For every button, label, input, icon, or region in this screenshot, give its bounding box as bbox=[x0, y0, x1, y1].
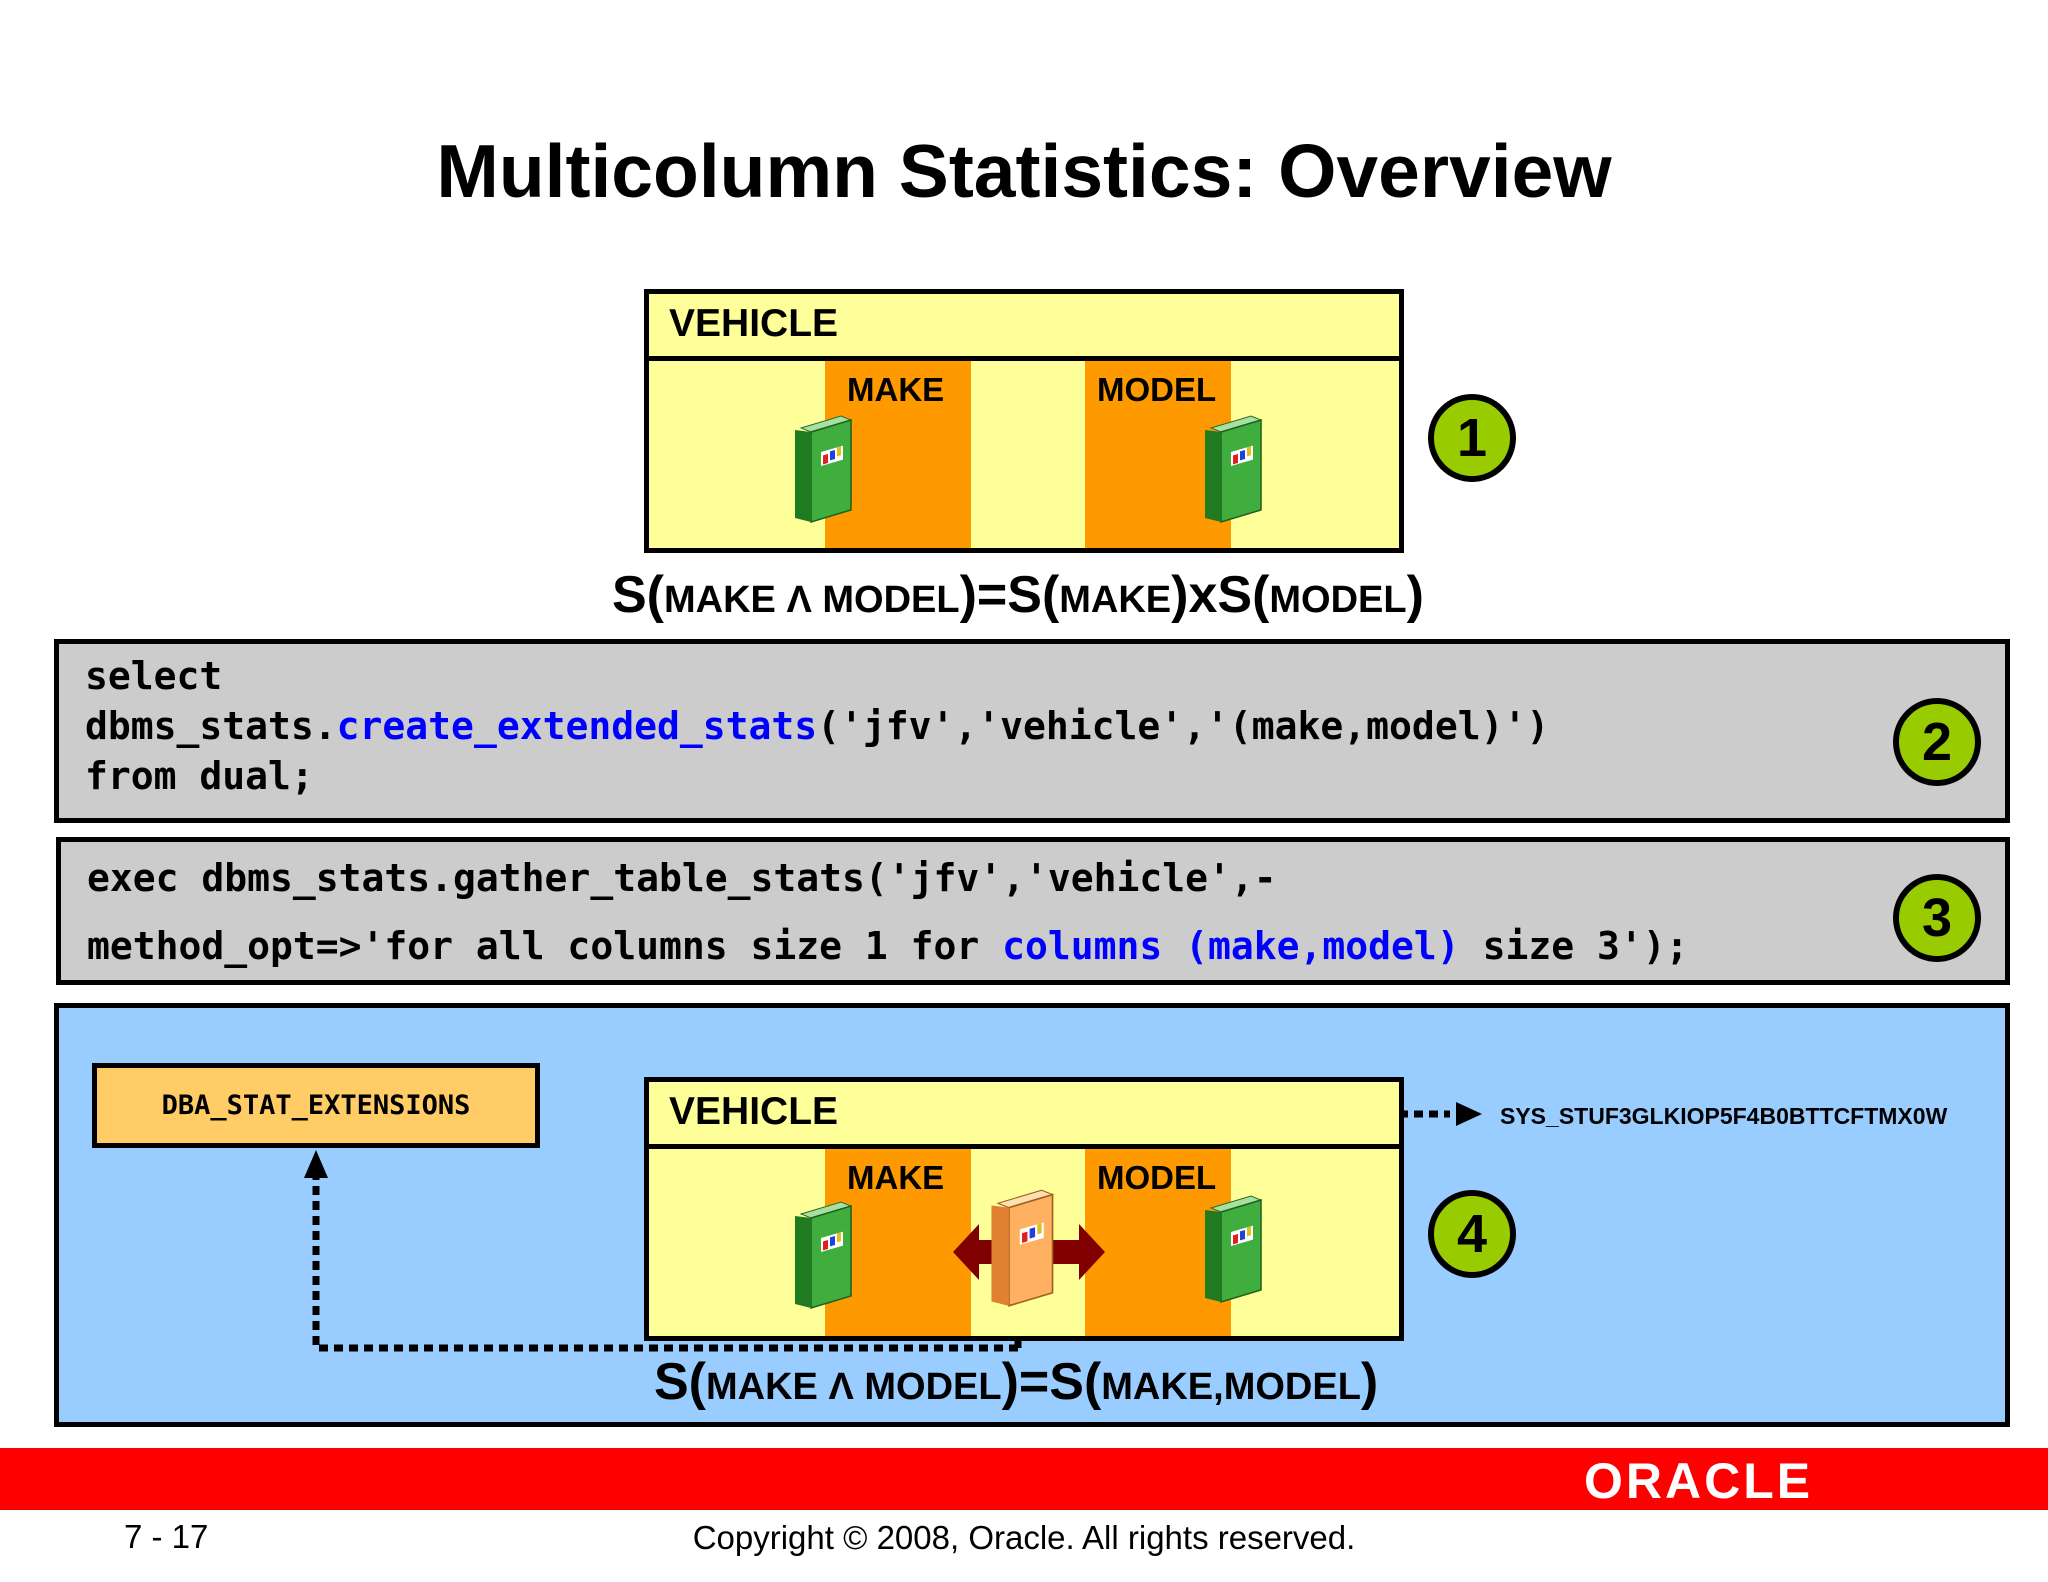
create-extended-stats-code-box: select dbms_stats.create_extended_stats(… bbox=[54, 639, 2010, 823]
brand-bar: ORACLE bbox=[0, 1448, 2048, 1510]
formula-part: )xS( bbox=[1171, 566, 1270, 624]
formula-make: MAKE bbox=[706, 1366, 818, 1408]
formula-part: ) bbox=[1360, 1353, 1379, 1411]
code-line: dbms_stats.create_extended_stats('jfv','… bbox=[85, 704, 1549, 748]
multicolumn-statistics-book-icon bbox=[989, 1188, 1055, 1308]
table-header: VEHICLE bbox=[649, 1082, 1399, 1149]
code-line: method_opt=>'for all columns size 1 for … bbox=[87, 924, 1688, 968]
formula-part: S( bbox=[654, 1353, 706, 1411]
formula-and: Λ bbox=[775, 579, 823, 621]
model-column-label: MODEL bbox=[1097, 1159, 1217, 1196]
formula-part: )=S( bbox=[1001, 1353, 1102, 1411]
step-badge-3: 3 bbox=[1893, 874, 1981, 962]
code-text: method_opt=>'for all columns size 1 for bbox=[87, 924, 1003, 968]
code-line: from dual; bbox=[85, 754, 314, 798]
formula-part: ) bbox=[1406, 566, 1424, 624]
code-line: exec dbms_stats.gather_table_stats('jfv'… bbox=[87, 856, 1277, 900]
formula-make: MAKE bbox=[664, 579, 776, 621]
formula-model: MODEL bbox=[822, 579, 960, 621]
extension-name: SYS_STUF3GLKIOP5F4B0BTTCFTMX0W bbox=[1500, 1103, 1948, 1129]
formula-part: )=S( bbox=[959, 566, 1060, 624]
code-text: ('jfv','vehicle','(make,model)') bbox=[817, 704, 1550, 748]
table-header: VEHICLE bbox=[649, 294, 1399, 361]
step-badge-1: 1 bbox=[1428, 394, 1516, 482]
step-badge-4: 4 bbox=[1428, 1190, 1516, 1278]
formula-and: Λ bbox=[817, 1366, 865, 1408]
formula-model: MODEL bbox=[864, 1366, 1002, 1408]
table-name: VEHICLE bbox=[669, 1090, 839, 1133]
extended-stats-formula: S(MAKE Λ MODEL)=S(MAKE,MODEL) bbox=[654, 1352, 1378, 1412]
independence-formula: S(MAKE Λ MODEL)=S(MAKE)xS(MODEL) bbox=[612, 565, 1424, 625]
left-arrow-icon bbox=[953, 1224, 1007, 1280]
model-column-label: MODEL bbox=[1097, 371, 1217, 408]
model-column: MODEL bbox=[1085, 1149, 1231, 1336]
formula-part: S( bbox=[612, 566, 664, 624]
code-keyword: create_extended_stats bbox=[336, 704, 818, 748]
copyright-notice: Copyright © 2008, Oracle. All rights res… bbox=[692, 1519, 1356, 1556]
make-statistics-book-icon bbox=[793, 1200, 853, 1310]
model-statistics-book-icon bbox=[1203, 1194, 1263, 1304]
code-text: size 3'); bbox=[1459, 924, 1689, 968]
step-badge-2: 2 bbox=[1893, 698, 1981, 786]
table-name: VEHICLE bbox=[669, 302, 839, 345]
code-keyword: columns (make,model) bbox=[1002, 924, 1460, 968]
page-number: 7 - 17 bbox=[124, 1518, 209, 1555]
right-arrow-icon bbox=[1051, 1224, 1105, 1280]
code-text: dbms_stats. bbox=[85, 704, 337, 748]
dba-stat-extensions-view: DBA_STAT_EXTENSIONS bbox=[92, 1063, 540, 1148]
make-column-label: MAKE bbox=[847, 371, 945, 408]
vehicle-table-diagram: VEHICLE MAKE MODEL bbox=[644, 289, 1404, 553]
oracle-logo: ORACLE bbox=[1584, 1453, 1814, 1509]
formula-make-model: MAKE,MODEL bbox=[1101, 1366, 1361, 1408]
formula-model: MODEL bbox=[1269, 579, 1407, 621]
vehicle-table-extended-diagram: VEHICLE MAKE MODEL bbox=[644, 1077, 1404, 1341]
formula-make: MAKE bbox=[1059, 579, 1172, 621]
code-line: select bbox=[85, 654, 223, 698]
make-column-label: MAKE bbox=[847, 1159, 945, 1196]
page-title: Multicolumn Statistics: Overview bbox=[436, 129, 1612, 213]
gather-table-stats-code-box: exec dbms_stats.gather_table_stats('jfv'… bbox=[56, 837, 2010, 985]
